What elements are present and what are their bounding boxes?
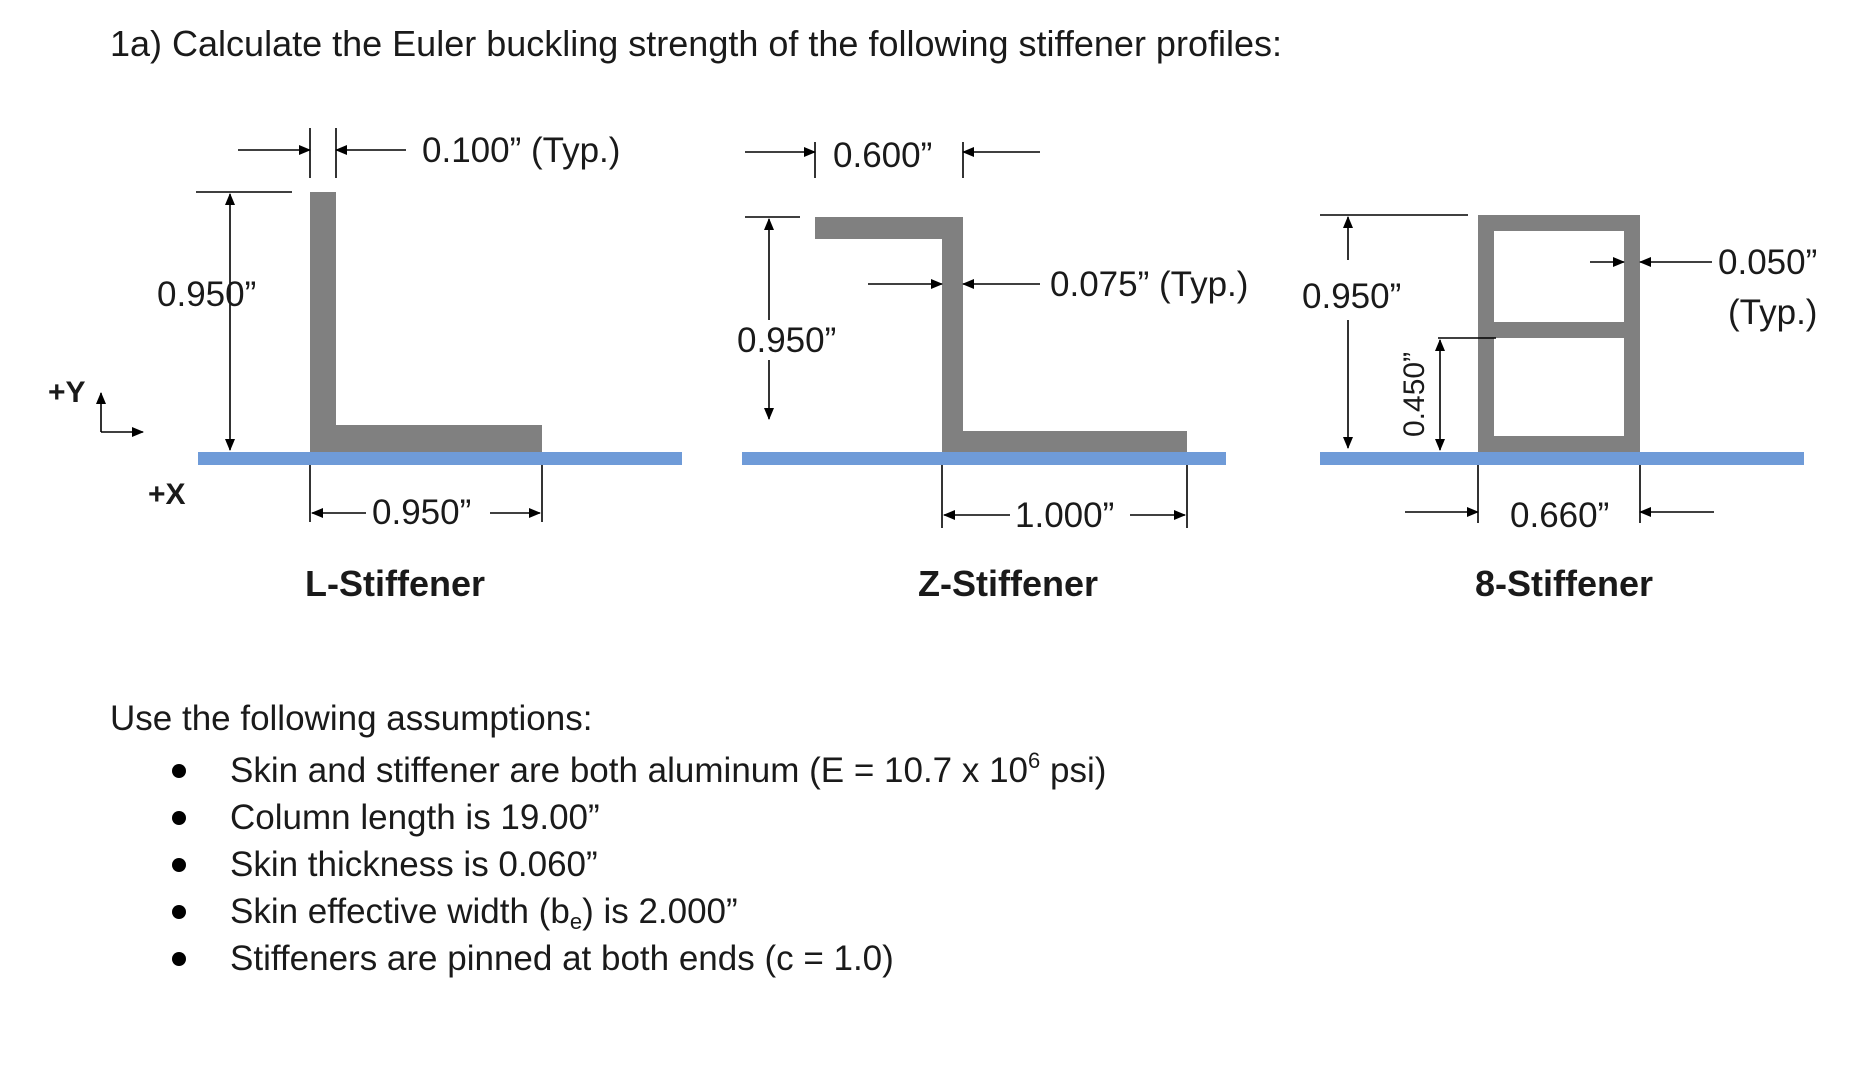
assumption-column-length: Column length is 19.00” <box>230 798 600 837</box>
z-bottom-flange-dim: 1.000” <box>1015 496 1114 535</box>
axes-indicator: +Y +X <box>48 376 186 511</box>
problem-title: 1a) Calculate the Euler buckling strengt… <box>110 23 1282 64</box>
z-stiffener-profile <box>815 217 1187 452</box>
l-stiffener-profile <box>310 192 542 452</box>
l-stiffener-label: L-Stiffener <box>305 563 485 604</box>
bullet <box>172 858 186 872</box>
bullet <box>172 764 186 778</box>
assumptions-heading: Use the following assumptions: <box>110 699 592 738</box>
eight-thickness-typ: (Typ.) <box>1728 293 1817 332</box>
eight-thickness-dim: 0.050” <box>1718 243 1817 282</box>
eight-height-dim: 0.950” <box>1302 277 1401 316</box>
l-height-dim: 0.950” <box>157 275 256 314</box>
eight-stiffener-drawing: 0.950” 0.450” 0.050” (Typ.) 0.660” 8-Sti… <box>1302 214 1817 604</box>
eight-mid-height-dim: 0.450” <box>1398 352 1431 437</box>
bullet <box>172 952 186 966</box>
assumption-effective-width: Skin effective width (be) is 2.000” <box>230 892 738 934</box>
eight-width-dim: 0.660” <box>1510 496 1609 535</box>
z-height-dim: 0.950” <box>737 321 836 360</box>
z-stiffener-label: Z-Stiffener <box>918 563 1098 604</box>
z-thickness-dim: 0.075” (Typ.) <box>1050 265 1248 304</box>
z-skin <box>742 452 1226 465</box>
x-axis-label: +X <box>148 478 186 511</box>
l-skin <box>198 452 682 465</box>
y-axis-label: +Y <box>48 376 86 409</box>
eight-stiffener-label: 8-Stiffener <box>1475 563 1653 604</box>
bullet <box>172 905 186 919</box>
assumption-end-condition: Stiffeners are pinned at both ends (c = … <box>230 939 894 978</box>
z-top-flange-dim: 0.600” <box>833 136 932 175</box>
assumption-skin-thickness: Skin thickness is 0.060” <box>230 845 598 884</box>
bullet <box>172 811 186 825</box>
l-thickness-dim: 0.100” (Typ.) <box>422 131 620 170</box>
z-stiffener-drawing: 0.600” 0.075” (Typ.) 0.950” 1.000” Z-Sti… <box>737 136 1248 604</box>
eight-skin <box>1320 452 1804 465</box>
eight-stiffener-profile <box>1478 215 1640 452</box>
l-width-dim: 0.950” <box>372 493 471 532</box>
assumption-material: Skin and stiffener are both aluminum (E … <box>230 748 1106 790</box>
l-stiffener-drawing: 0.100” (Typ.) 0.950” 0.950” L-Stiffener <box>157 128 682 604</box>
assumptions: Use the following assumptions: Skin and … <box>110 699 1106 978</box>
